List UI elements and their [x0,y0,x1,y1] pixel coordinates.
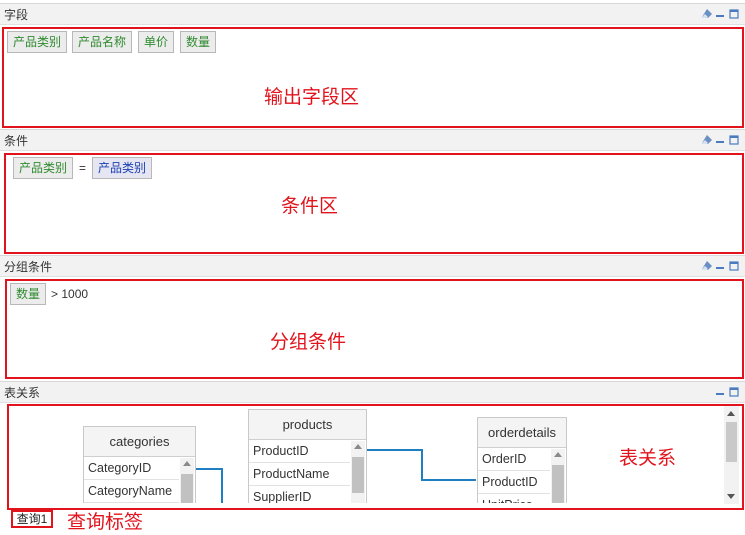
group-expression: > 1000 [51,287,89,301]
table-products[interactable]: products ProductID ProductName SupplierI… [248,409,367,503]
group-field-tag[interactable]: 数量 [10,283,47,305]
relations-highlight [7,404,744,510]
table-title: orderdetails [478,418,566,448]
relations-scrollbar[interactable] [724,406,739,504]
field-tag[interactable]: 产品类别 [7,31,68,53]
table-orderdetails[interactable]: orderdetails OrderID ProductID UnitPrice [477,417,567,503]
eraser-icon[interactable] [701,8,712,20]
fields-panel-header: 字段 [0,3,745,25]
table-scrollbar[interactable] [180,458,194,503]
scroll-up-icon[interactable] [727,411,735,416]
conditions-panel-tools [701,133,739,147]
condition-field-tag[interactable]: 产品类别 [13,157,74,179]
table-categories[interactable]: categories CategoryID CategoryName [83,426,196,503]
table-field[interactable]: SupplierID [249,486,350,503]
minimize-icon[interactable] [715,260,725,272]
eraser-icon[interactable] [701,134,712,146]
table-field[interactable]: CategoryID [84,457,179,480]
fields-panel-tools [701,7,739,21]
maximize-icon[interactable] [729,386,739,398]
conditions-annotation: 条件区 [281,195,339,217]
table-field[interactable]: ProductID [249,440,350,463]
table-scrollbar[interactable] [351,441,365,503]
table-title: categories [84,427,195,457]
group-panel-tools [701,259,739,273]
field-tag[interactable]: 数量 [180,31,217,53]
maximize-icon[interactable] [729,134,739,146]
relations-annotation: 表关系 [619,447,677,469]
field-tag[interactable]: 单价 [138,31,175,53]
conditions-panel-header: 条件 [0,129,745,151]
table-field[interactable]: CategoryName [84,480,179,503]
fields-highlight [2,27,744,128]
eraser-icon[interactable] [701,260,712,272]
minimize-icon[interactable] [715,134,725,146]
scroll-down-icon[interactable] [727,494,735,499]
group-panel-title: 分组条件 [4,260,53,274]
table-scrollbar[interactable] [551,449,565,503]
condition-operator: = [79,161,87,175]
group-panel-header: 分组条件 [0,255,745,277]
relations-panel-tools [715,385,739,399]
minimize-icon[interactable] [715,8,725,20]
condition-value-tag[interactable]: 产品类别 [92,157,153,179]
conditions-panel-title: 条件 [4,134,29,148]
minimize-icon[interactable] [715,386,725,398]
query-tab-annotation: 查询标签 [67,511,144,533]
table-title: products [249,410,366,440]
relations-panel-title: 表关系 [4,386,41,400]
group-highlight [5,279,744,379]
fields-annotation: 输出字段区 [264,86,360,108]
group-area[interactable] [5,279,744,378]
table-field[interactable]: OrderID [478,448,550,471]
group-annotation: 分组条件 [270,331,347,353]
conditions-highlight [4,153,744,254]
table-field[interactable]: ProductID [478,471,550,494]
fields-panel-title: 字段 [4,8,29,22]
maximize-icon[interactable] [729,260,739,272]
query-tab[interactable]: 查询1 [11,510,53,528]
relations-panel-header: 表关系 [0,381,745,403]
table-field[interactable]: ProductName [249,463,350,486]
table-field[interactable]: UnitPrice [478,494,550,503]
field-tag[interactable]: 产品名称 [72,31,133,53]
scroll-thumb[interactable] [726,422,737,462]
maximize-icon[interactable] [729,8,739,20]
